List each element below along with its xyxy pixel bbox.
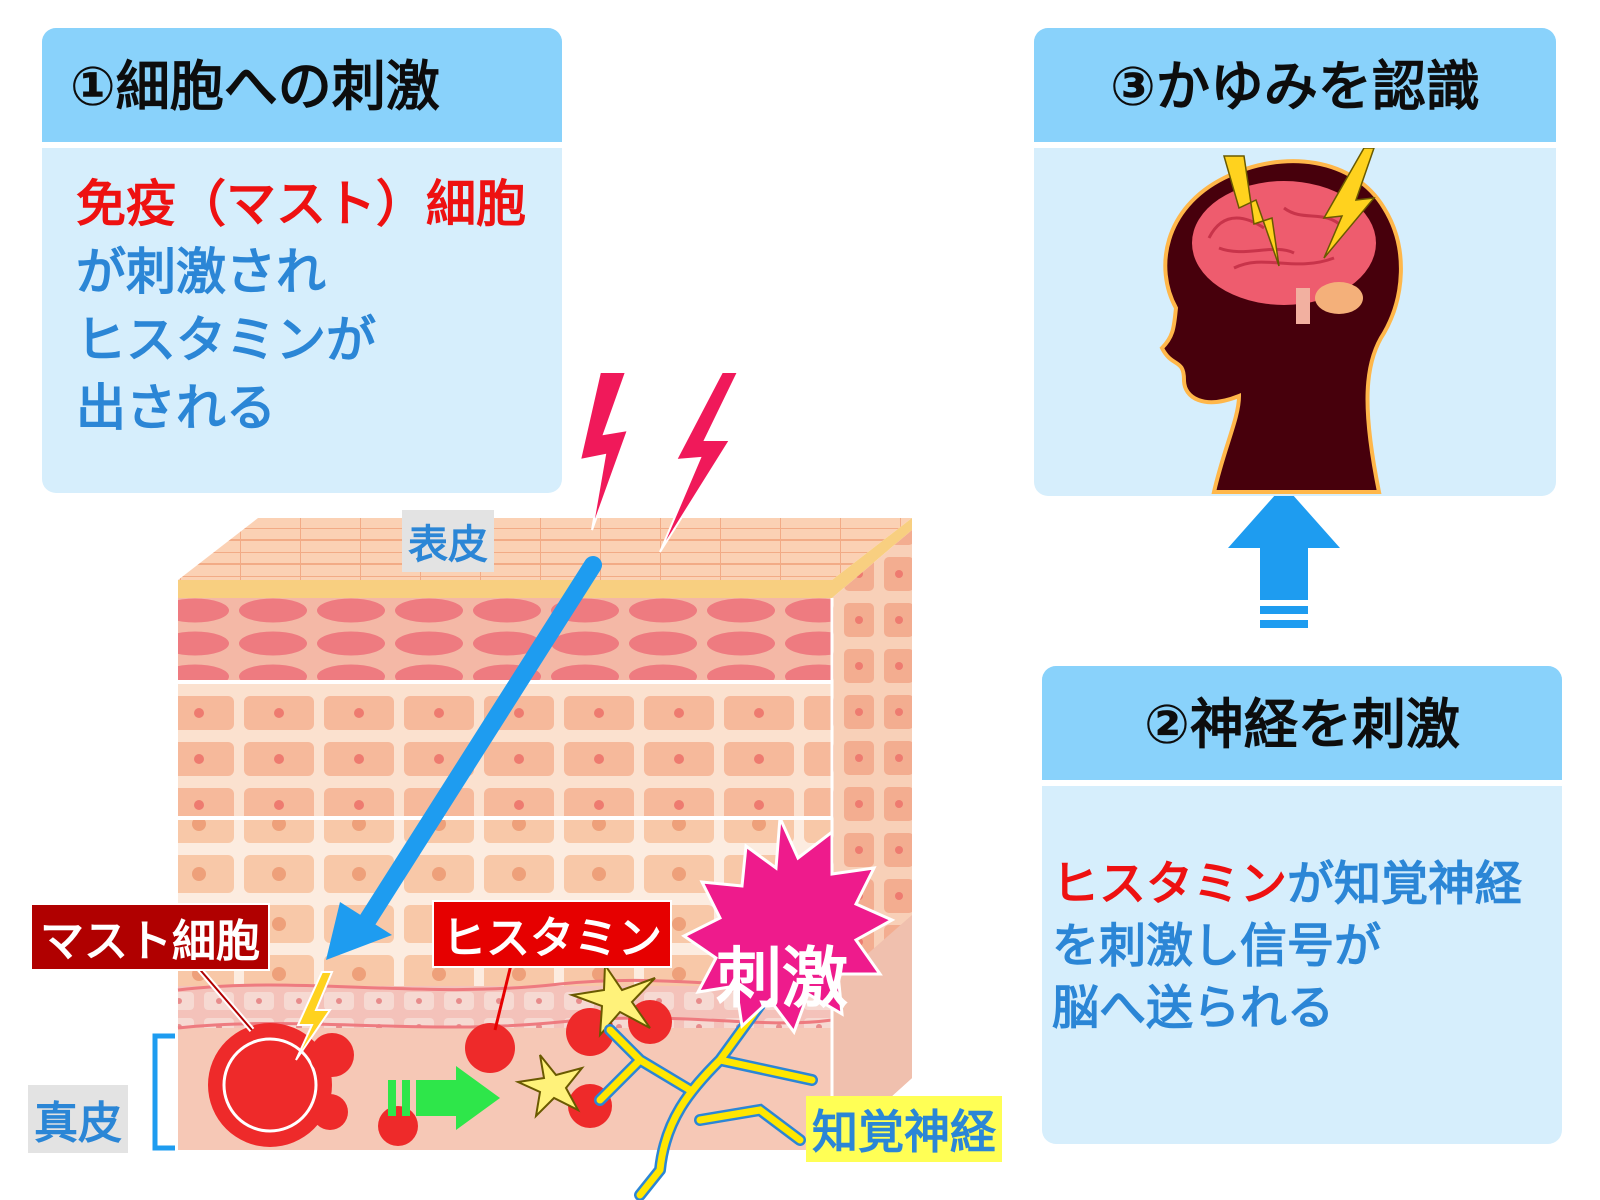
burst-icon — [681, 817, 896, 1036]
right-arrow-icon — [388, 1066, 500, 1130]
panel-cell-stimulus: ①細胞への刺激 免疫（マスト）細胞 が刺激され ヒスタミンが 出される — [42, 28, 562, 493]
immune-cell-text: 免疫（マスト）細胞 — [76, 175, 526, 233]
head-silhouette-icon — [1159, 148, 1403, 494]
body-line: 脳へ送られる — [1052, 981, 1334, 1036]
histamine-text: ヒスタミン — [1052, 857, 1287, 912]
sensory-nerve-label: 知覚神経 — [806, 1096, 1002, 1162]
panel-body: 免疫（マスト）細胞 が刺激され ヒスタミンが 出される — [42, 148, 562, 442]
mast-cell-label: マスト細胞 — [30, 903, 270, 971]
lightning-icon — [578, 371, 740, 553]
penetration-arrow-icon — [326, 556, 602, 960]
nerve-icon — [594, 999, 818, 1200]
body-text: が知覚神経 — [1287, 857, 1522, 912]
body-line: ヒスタミンが — [76, 311, 376, 369]
panel-itch-recognition: ③かゆみを認識 — [1034, 28, 1556, 496]
panel-title: ①細胞への刺激 — [42, 28, 562, 148]
body-line: 出される — [76, 379, 276, 437]
mast-cell-icon — [208, 971, 354, 1147]
epidermis-label: 表皮 — [402, 510, 494, 572]
lightning-icon — [1223, 148, 1376, 267]
stimulus-label: 刺激 — [716, 940, 848, 1017]
spark-icon — [514, 961, 656, 1119]
dermis-label: 真皮 — [28, 1085, 128, 1153]
dermis-bracket — [152, 1033, 175, 1151]
panel-nerve-stimulus: ②神経を刺激 ヒスタミンが知覚神経 を刺激し信号が 脳へ送られる — [1042, 666, 1562, 1144]
panel-title: ③かゆみを認識 — [1034, 28, 1556, 148]
body-line: ヒスタミンが知覚神経 — [1052, 854, 1562, 916]
panel-body: ヒスタミンが知覚神経 を刺激し信号が 脳へ送られる — [1042, 786, 1562, 1040]
body-line: が刺激され — [76, 243, 326, 301]
body-line: を刺激し信号が — [1052, 919, 1381, 974]
panel-title: ②神経を刺激 — [1042, 666, 1562, 786]
up-arrow-icon — [1228, 485, 1340, 628]
histamine-label: ヒスタミン — [432, 900, 672, 968]
